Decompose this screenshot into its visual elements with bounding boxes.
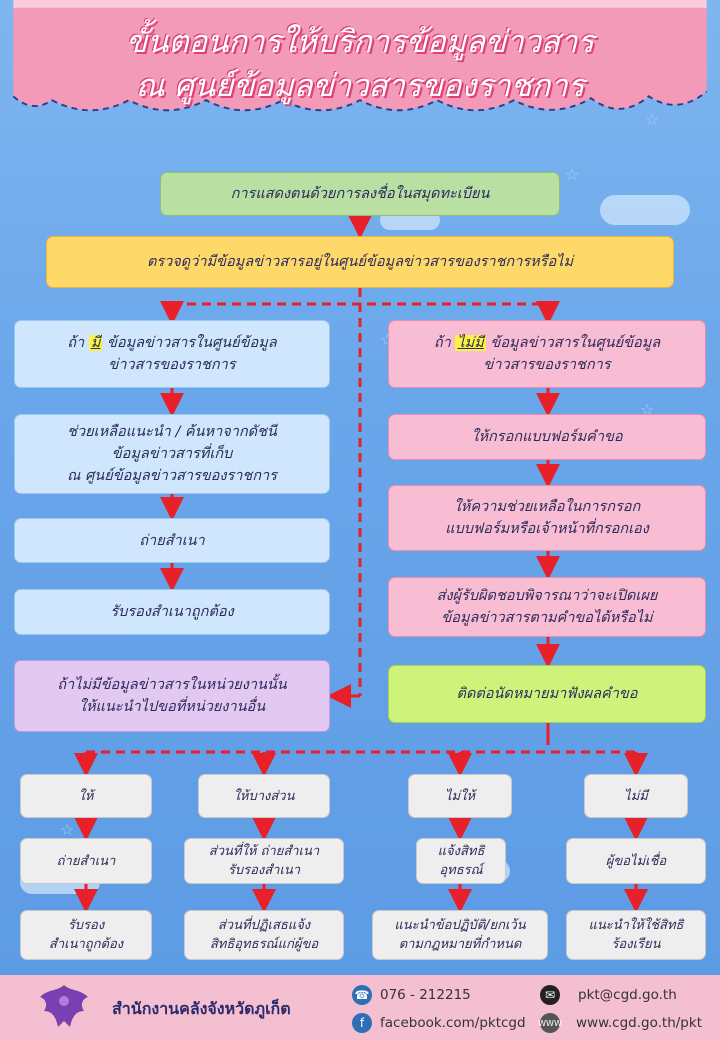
- outcome-head-label: ให้: [78, 788, 94, 804]
- page-title: ขั้นตอนการให้บริการข้อมูลข่าวสาร ณ ศูนย์…: [0, 20, 720, 108]
- outcome-end-line2: ร้องเรียน: [611, 937, 661, 952]
- footer-email[interactable]: pkt@cgd.go.th: [578, 987, 677, 1003]
- left-help-line1: ช่วยเหลือแนะนำ / ค้นหาจากดัชนี: [67, 424, 277, 440]
- outcome-head-3: ไม่มี: [584, 774, 688, 818]
- outcome-mid-line2: อุทธรณ์: [439, 863, 483, 878]
- outcome-mid-line1: แจ้งสิทธิ: [437, 844, 485, 859]
- outcome-end-1: ส่วนที่ปฏิเสธแจ้งสิทธิอุทธรณ์แก่ผู้ขอ: [184, 910, 344, 960]
- outcome-mid-line2: รับรองสำเนา: [227, 863, 301, 878]
- left-copy-label: ถ่ายสำเนา: [139, 532, 205, 549]
- footer-website[interactable]: www.cgd.go.th/pkt: [576, 1015, 702, 1031]
- left-if-has-rest2: ข่าวสารของราชการ: [108, 357, 236, 373]
- outcome-mid-line1: ถ่ายสำเนา: [56, 853, 116, 869]
- right-assist-line2: แบบฟอร์มหรือเจ้าหน้าที่กรอกเอง: [445, 521, 649, 537]
- right-send-line1: ส่งผู้รับผิดชอบพิจารณาว่าจะเปิดเผย: [436, 588, 658, 604]
- right-assist-line1: ให้ความช่วยเหลือในการกรอก: [453, 499, 641, 515]
- outcome-mid-line1: ผู้ขอไม่เชื่อ: [605, 853, 667, 869]
- left-if-has-prefix: ถ้า: [67, 335, 85, 351]
- right-send-line2: ข้อมูลข่าวสารตามคำขอได้หรือไม่: [441, 610, 653, 626]
- right-appointment: ติดต่อนัดหมายมาฟังผลคำขอ: [388, 665, 706, 723]
- star-icon: ☆: [60, 820, 75, 839]
- outcome-head-0: ให้: [20, 774, 152, 818]
- right-assist: ให้ความช่วยเหลือในการกรอก แบบฟอร์มหรือเจ…: [388, 485, 706, 551]
- outcome-end-2: แนะนำข้อปฏิบัติ/ยกเว้นตามกฎหมายที่กำหนด: [372, 910, 548, 960]
- outcome-head-label: ให้บางส่วน: [233, 788, 295, 804]
- outcome-mid-line1: ส่วนที่ให้ ถ่ายสำเนา: [208, 844, 320, 859]
- title-line-1: ขั้นตอนการให้บริการข้อมูลข่าวสาร: [125, 24, 595, 60]
- outcome-head-1: ให้บางส่วน: [198, 774, 330, 818]
- footer-org: สำนักงานคลังจังหวัดภูเก็ต: [112, 999, 291, 1018]
- header-banner: [12, 0, 708, 112]
- outcome-head-2: ไม่ให้: [408, 774, 512, 818]
- right-if-not-rest2: ข่าวสารของราชการ: [483, 357, 611, 373]
- outcome-mid-0: ถ่ายสำเนา: [20, 838, 152, 884]
- left-help: ช่วยเหลือแนะนำ / ค้นหาจากดัชนี ข้อมูลข่า…: [14, 414, 330, 494]
- step-check: ตรวจดูว่ามีข้อมูลข่าวสารอยู่ในศูนย์ข้อมู…: [46, 236, 674, 288]
- facebook-icon: f: [352, 1013, 372, 1033]
- outcome-mid-2: แจ้งสิทธิอุทธรณ์: [416, 838, 506, 884]
- right-if-not-rest1: ข้อมูลข่าวสารในศูนย์ข้อมูล: [490, 335, 661, 351]
- left-help-line2: ข้อมูลข่าวสารที่เก็บ: [111, 446, 233, 462]
- right-fill-form-label: ให้กรอกแบบฟอร์มคำขอ: [471, 429, 623, 445]
- outcome-end-line1: รับรอง: [67, 918, 105, 933]
- phone-icon: ☎: [352, 985, 372, 1005]
- outcome-head-label: ไม่มี: [624, 788, 648, 804]
- step-register: การแสดงตนด้วยการลงชื่อในสมุดทะเบียน: [160, 172, 560, 216]
- outcome-end-line2: สิทธิอุทธรณ์แก่ผู้ขอ: [209, 937, 319, 952]
- right-if-not-prefix: ถ้า: [433, 335, 451, 351]
- right-if-not: ถ้า ไม่มี ข้อมูลข่าวสารในศูนย์ข้อมูล ข่า…: [388, 320, 706, 388]
- email-icon: ✉: [540, 985, 560, 1005]
- right-appointment-label: ติดต่อนัดหมายมาฟังผลคำขอ: [456, 686, 638, 702]
- cloud-decoration: [600, 195, 690, 225]
- left-help-line3: ณ ศูนย์ข้อมูลข่าวสารของราชการ: [67, 468, 277, 484]
- left-other-agency: ถ้าไม่มีข้อมูลข่าวสารในหน่วยงานนั้น ให้แ…: [14, 660, 330, 732]
- outcome-end-line1: ส่วนที่ปฏิเสธแจ้ง: [217, 918, 311, 933]
- web-icon: WWW: [538, 1013, 562, 1033]
- left-certify: รับรองสำเนาถูกต้อง: [14, 589, 330, 635]
- outcome-mid-3: ผู้ขอไม่เชื่อ: [566, 838, 706, 884]
- right-send: ส่งผู้รับผิดชอบพิจารณาว่าจะเปิดเผย ข้อมู…: [388, 577, 706, 637]
- outcome-end-line2: สำเนาถูกต้อง: [48, 937, 124, 952]
- outcome-mid-1: ส่วนที่ให้ ถ่ายสำเนารับรองสำเนา: [184, 838, 344, 884]
- step-register-label: การแสดงตนด้วยการลงชื่อในสมุดทะเบียน: [230, 186, 490, 202]
- left-other-line2: ให้แนะนำไปขอที่หน่วยงานอื่น: [78, 699, 266, 715]
- left-other-line1: ถ้าไม่มีข้อมูลข่าวสารในหน่วยงานนั้น: [57, 677, 287, 693]
- left-if-has-keyword: มี: [88, 335, 103, 351]
- left-certify-label: รับรองสำเนาถูกต้อง: [110, 604, 234, 620]
- left-if-has-rest1: ข้อมูลข่าวสารในศูนย์ข้อมูล: [106, 335, 277, 351]
- left-if-has: ถ้า มี ข้อมูลข่าวสารในศูนย์ข้อมูล ข่าวสา…: [14, 320, 330, 388]
- footer-facebook[interactable]: facebook.com/pktcgd: [380, 1015, 526, 1031]
- outcome-end-line1: แนะนำข้อปฏิบัติ/ยกเว้น: [394, 918, 526, 933]
- footer-phone: 076 - 212215: [380, 987, 471, 1003]
- outcome-end-line1: แนะนำให้ใช้สิทธิ: [588, 918, 684, 933]
- right-fill-form: ให้กรอกแบบฟอร์มคำขอ: [388, 414, 706, 460]
- star-icon: ☆: [565, 165, 580, 184]
- garuda-logo-icon: [40, 985, 88, 1027]
- right-if-not-keyword: ไม่มี: [455, 335, 486, 351]
- title-line-2: ณ ศูนย์ข้อมูลข่าวสารของราชการ: [135, 68, 585, 104]
- flow-connectors: [74, 215, 648, 913]
- outcome-head-label: ไม่ให้: [444, 788, 476, 804]
- outcome-end-3: แนะนำให้ใช้สิทธิร้องเรียน: [566, 910, 706, 960]
- left-copy: ถ่ายสำเนา: [14, 518, 330, 563]
- star-icon: ☆: [645, 110, 660, 129]
- outcome-end-0: รับรองสำเนาถูกต้อง: [20, 910, 152, 960]
- footer: สำนักงานคลังจังหวัดภูเก็ต ☎ 076 - 212215…: [0, 975, 720, 1040]
- outcome-end-line2: ตามกฎหมายที่กำหนด: [398, 937, 522, 952]
- step-check-label: ตรวจดูว่ามีข้อมูลข่าวสารอยู่ในศูนย์ข้อมู…: [146, 254, 574, 270]
